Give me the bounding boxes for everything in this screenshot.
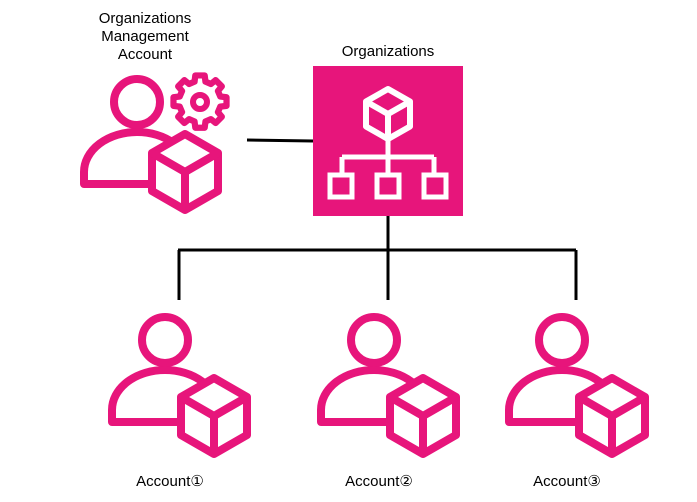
connectors [177,138,578,300]
management-account-icon [84,72,230,210]
organizations-icon [313,66,463,216]
management-label-line-2: Management [101,28,189,45]
account-3-label-text: Account③ [533,473,601,490]
hierarchy-icon [327,139,449,200]
management-label-line-3: Account [117,46,173,63]
connector-management-to-organizations [246,138,314,143]
gear-icon [170,72,230,131]
account-icon-2 [321,317,456,454]
account-icon-1 [112,317,247,454]
management-label-line-1: Organizations [98,10,192,27]
organizations-label: Organizations [313,43,463,61]
organizations-label-text: Organizations [341,43,435,60]
account-2-label-text: Account② [345,473,413,490]
account-1-label-text: Account① [136,473,204,490]
account-1-label: Account① [100,473,240,491]
account-3-label: Account③ [497,473,637,491]
management-account-label: Organizations Management Account [70,10,220,64]
account-2-label: Account② [309,473,449,491]
account-icon-3 [509,317,645,454]
